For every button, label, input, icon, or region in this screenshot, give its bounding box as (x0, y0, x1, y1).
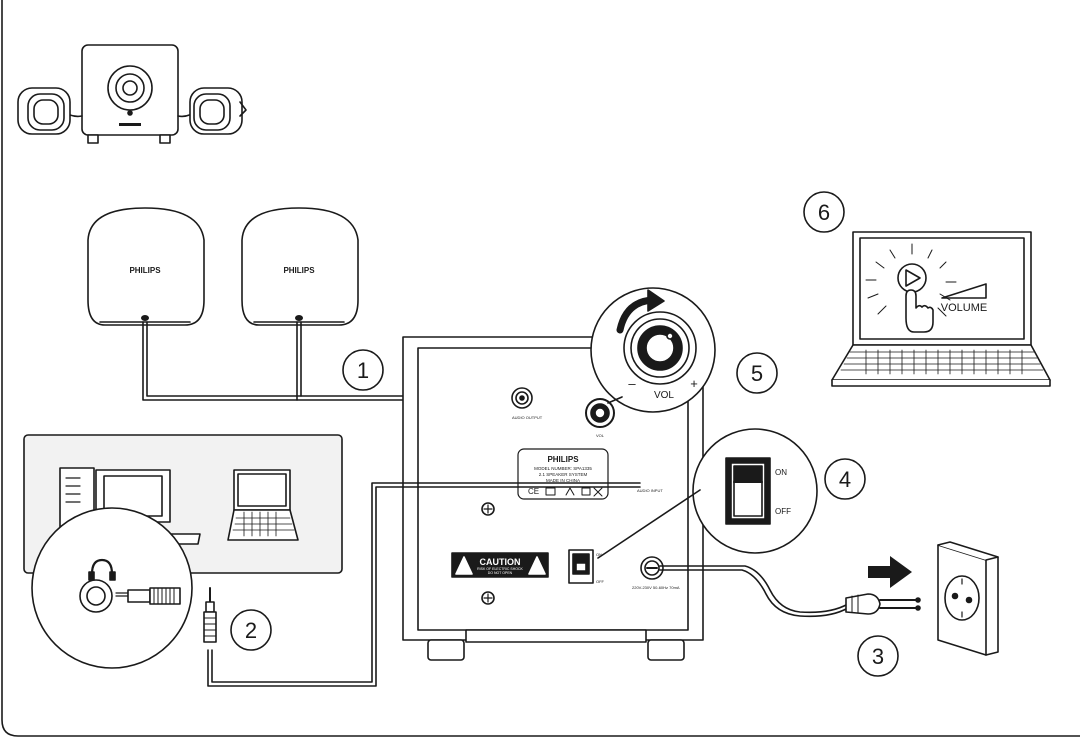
pointing-hand-icon (905, 289, 934, 333)
power-cable (659, 565, 849, 618)
volume-screen-label: VOLUME (941, 302, 987, 314)
audio-output-jack (511, 387, 533, 409)
rating-plate-origin: MADE IN CHINA (546, 478, 580, 483)
step-marker-1: 1 (342, 349, 384, 391)
audio-output-label: AUDIO OUTPUT (512, 415, 543, 420)
volume-callout-label: VOL (654, 390, 674, 401)
step-number-3: 3 (872, 644, 884, 669)
headphone-jack-callout (31, 507, 193, 669)
warning-triangle-icon (455, 556, 473, 575)
class-ii-icon (545, 487, 556, 496)
switch-off-small-label: OFF (596, 579, 605, 584)
step-number-2: 2 (245, 618, 257, 643)
satellite-speaker-left (87, 207, 205, 326)
step-marker-4: 4 (824, 458, 866, 500)
ce-mark-icon: CE (528, 487, 539, 496)
volume-plus: + (690, 376, 698, 391)
brand-label-left: PHILIPS (129, 266, 161, 275)
caution-title: CAUTION (480, 557, 521, 567)
step-marker-3: 3 (857, 635, 899, 677)
screw-lower (481, 591, 495, 605)
power-rating-label: 220V-230V 50-60Hz 70mA (632, 585, 680, 590)
step-marker-2: 2 (230, 609, 272, 651)
brand-label-right: PHILIPS (283, 266, 315, 275)
audio-input-cable (207, 482, 641, 687)
volume-small-label: VOL (596, 433, 605, 438)
audio-input-plug (203, 587, 217, 643)
product-thumbnail (17, 44, 247, 144)
rating-plate: PHILIPS MODEL NUMBER: SPA1335 2.1 SPEAKE… (517, 448, 609, 500)
audio-input-label: AUDIO INPUT (637, 488, 663, 493)
caution-line2: DO NOT OPEN (488, 571, 513, 575)
laptop-source-icon (227, 469, 299, 541)
recycle-mark-icon (565, 487, 575, 496)
rating-plate-brand: PHILIPS (547, 455, 579, 464)
play-triangle-icon (905, 269, 921, 287)
step-marker-5: 5 (736, 352, 778, 394)
volume-callout (590, 287, 716, 413)
weee-bin-icon (593, 487, 603, 497)
step-marker-6: 6 (803, 191, 845, 233)
satellite-speaker-right (241, 207, 359, 326)
power-switch-small (568, 549, 594, 584)
laptop-media-player (831, 231, 1051, 387)
caution-label: CAUTION RISK OF ELECTRIC SHOCK DO NOT OP… (451, 552, 549, 578)
step-number-5: 5 (751, 361, 763, 386)
volume-minus: – (628, 376, 636, 391)
plug-in-arrow-icon (868, 556, 912, 588)
step-number-1: 1 (357, 358, 369, 383)
warning-triangle-icon (528, 556, 546, 575)
screw-upper (481, 502, 495, 516)
step-number-4: 4 (839, 467, 851, 492)
rating-plate-model: MODEL NUMBER: SPA1335 (534, 466, 592, 471)
caution-line1: RISK OF ELECTRIC SHOCK (477, 567, 523, 571)
volume-knob-small (585, 398, 615, 428)
rating-plate-system: 2.1 SPEAKER SYSTEM (539, 472, 588, 477)
power-plug (845, 593, 921, 615)
power-switch-callout (597, 428, 818, 559)
power-inlet (640, 556, 664, 580)
switch-off-label: OFF (775, 507, 791, 516)
switch-on-small-label: ON (596, 552, 602, 557)
step-number-6: 6 (818, 200, 830, 225)
switch-on-label: ON (775, 468, 787, 477)
wall-outlet (937, 541, 999, 656)
volume-ramp-icon (941, 283, 987, 299)
symbol-box-icon (581, 487, 591, 496)
